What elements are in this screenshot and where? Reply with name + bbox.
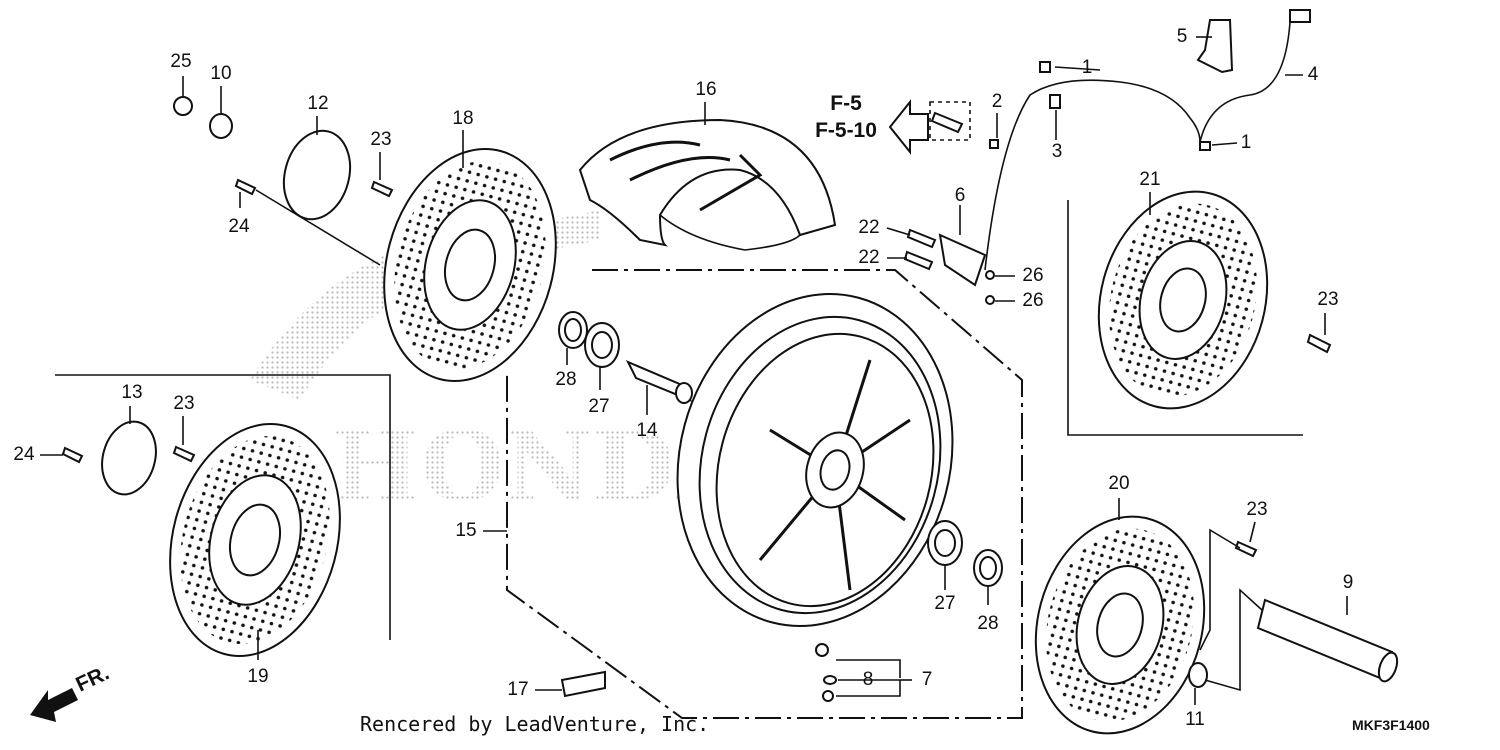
- callout-6: 6: [955, 185, 966, 206]
- callout-27-a: 27: [588, 396, 609, 417]
- callout-27-b: 27: [934, 593, 955, 614]
- callout-3: 3: [1052, 141, 1063, 162]
- callout-23-d: 23: [1246, 499, 1267, 520]
- reference-label-2: F-5-10: [815, 119, 877, 142]
- callout-10: 10: [210, 63, 231, 84]
- callout-14: 14: [636, 420, 658, 441]
- front-direction-arrow: FR.: [30, 661, 113, 722]
- callout-1-a: 1: [1082, 57, 1093, 78]
- credit-text: Rencered by LeadVenture, Inc.: [360, 712, 709, 736]
- callout-22-a: 22: [858, 217, 879, 238]
- callout-11: 11: [1185, 709, 1205, 730]
- callout-12: 12: [307, 93, 328, 114]
- callout-4: 4: [1308, 64, 1319, 85]
- callout-13: 13: [121, 382, 142, 403]
- callout-24-b: 24: [13, 444, 35, 465]
- callout-1-b: 1: [1241, 132, 1252, 153]
- brake-disc-21: [1097, 190, 1269, 410]
- brake-disc-20: [1034, 515, 1206, 735]
- callout-26-a: 26: [1022, 265, 1043, 286]
- brake-disc-19: [169, 423, 341, 657]
- callout-28-a: 28: [555, 369, 576, 390]
- callouts: 25 10 12 18 23 24 16 1 2 3 5 4 1 6 22 22…: [13, 26, 1353, 730]
- callout-25: 25: [170, 51, 191, 72]
- callout-2: 2: [992, 91, 1003, 112]
- callout-8: 8: [863, 669, 874, 690]
- callout-9: 9: [1343, 572, 1354, 593]
- callout-23-b: 23: [1317, 289, 1338, 310]
- tire: [578, 118, 837, 251]
- diagram-code: MKF3F1400: [1352, 717, 1430, 733]
- callout-17: 17: [507, 679, 528, 700]
- callout-7: 7: [922, 669, 933, 690]
- callout-22-b: 22: [858, 247, 879, 268]
- callout-28-b: 28: [977, 613, 998, 634]
- reference-label-1: F-5: [830, 92, 862, 115]
- callout-23-a: 23: [370, 129, 391, 150]
- callout-15: 15: [455, 520, 476, 541]
- wheel: [676, 293, 954, 627]
- callout-26-b: 26: [1022, 290, 1043, 311]
- small-parts: [61, 9, 1332, 702]
- section-frames: [55, 200, 1303, 719]
- callout-23-c: 23: [173, 393, 194, 414]
- callout-18: 18: [452, 108, 473, 129]
- callout-24-a: 24: [228, 216, 250, 237]
- axle: [1188, 598, 1399, 688]
- callout-20: 20: [1108, 473, 1129, 494]
- direction-label: FR.: [72, 661, 112, 696]
- callout-16: 16: [695, 79, 716, 100]
- callout-21: 21: [1139, 169, 1160, 190]
- bearings-and-seals: [558, 311, 1003, 587]
- callout-5: 5: [1177, 26, 1188, 47]
- callout-19: 19: [247, 666, 268, 687]
- leader-lines: [40, 36, 1348, 705]
- reference-arrow: F-5 F-5-10: [815, 92, 929, 155]
- brake-disc-18: [383, 148, 557, 382]
